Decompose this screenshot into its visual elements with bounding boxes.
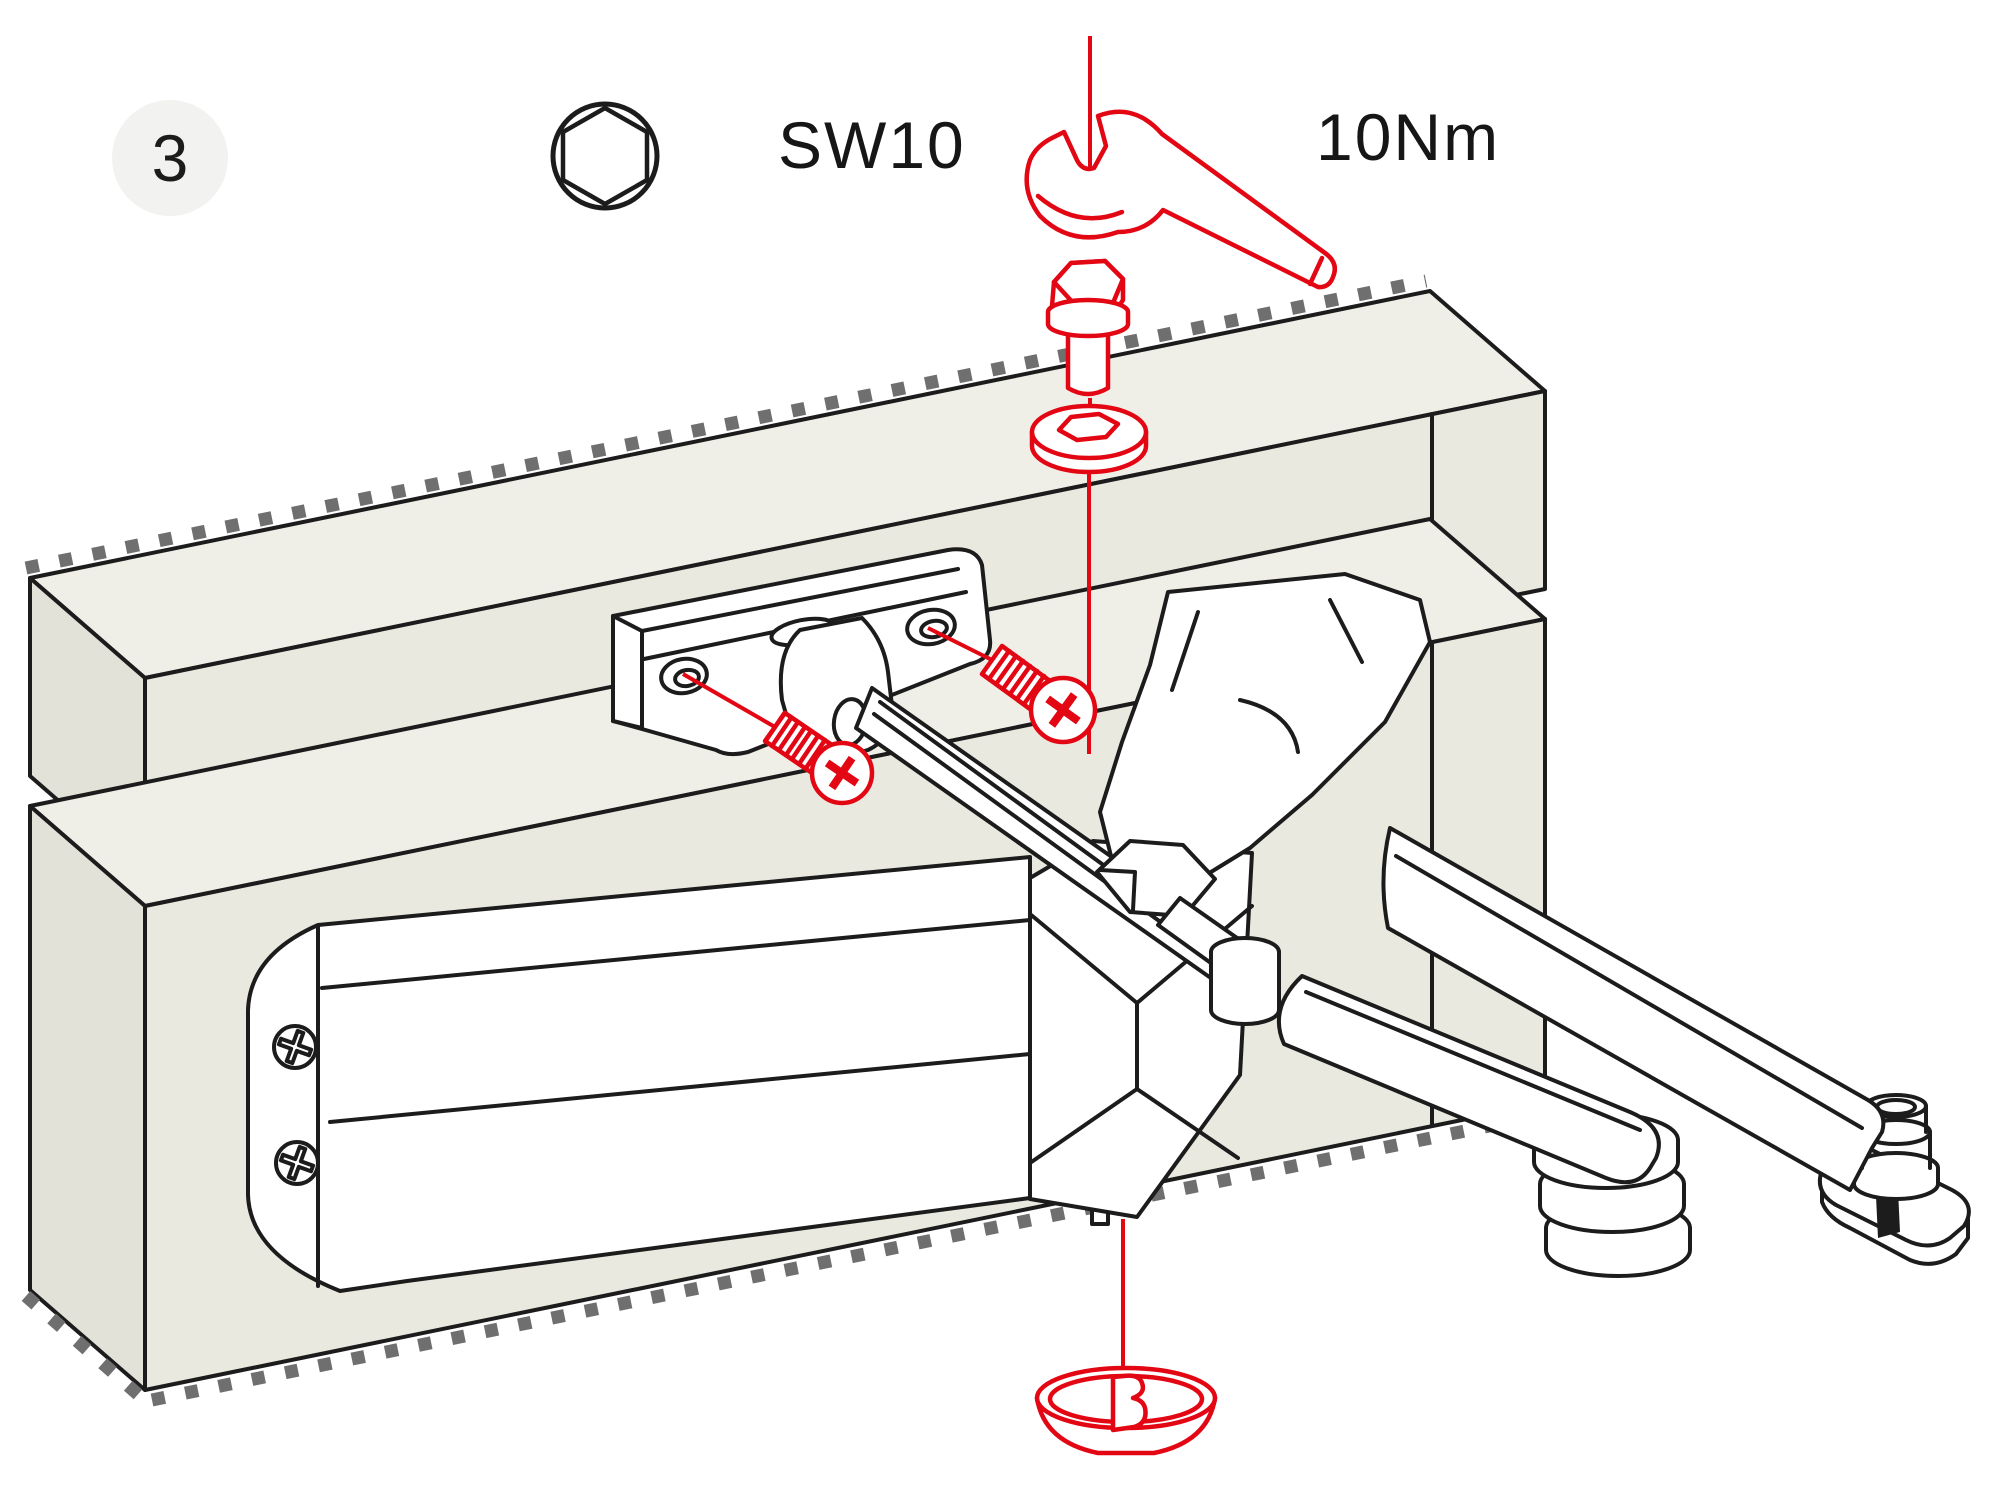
- hex-bolt: [1045, 258, 1131, 397]
- closer-end-cap-screw-bottom: [274, 1140, 320, 1186]
- torque-label: 10Nm: [1316, 100, 1501, 174]
- open-end-wrench-icon: [1024, 109, 1337, 290]
- main-arm: [1381, 826, 1886, 1192]
- mounting-screw-left: [682, 672, 875, 806]
- closer-end-cap-screw-top: [272, 1024, 318, 1070]
- socket-size-label: SW10: [778, 108, 966, 182]
- mounting-screw-right: [927, 626, 1098, 745]
- hex-socket-icon: [550, 101, 660, 211]
- door-closer-body: [246, 855, 1110, 1293]
- step-number-badge: 3: [112, 100, 228, 216]
- elbow-joint: [1156, 896, 1281, 1026]
- washer: [1029, 403, 1149, 475]
- section-hatch-door: [21, 1107, 1550, 1407]
- step-number: 3: [151, 121, 189, 195]
- cover-cap: [1034, 1219, 1218, 1456]
- section-hatch-frame: [24, 274, 1428, 575]
- arm-end-pin: [1817, 1093, 1971, 1266]
- spindle-nut: [1095, 839, 1217, 918]
- shoulder-hub: [1098, 572, 1432, 886]
